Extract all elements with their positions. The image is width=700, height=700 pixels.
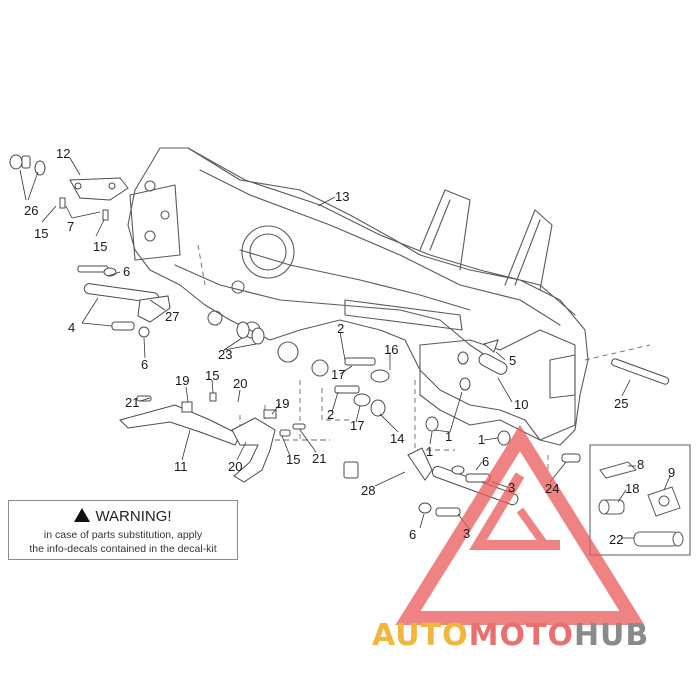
callout-13: 13	[335, 189, 350, 204]
callout-19: 19	[275, 396, 290, 411]
watermark-part-3: HUB	[573, 618, 650, 653]
callout-28: 28	[361, 483, 376, 498]
watermark-part-1: AUTO	[372, 618, 469, 653]
headstock	[129, 184, 181, 261]
pivot-block	[419, 329, 576, 441]
warning-box: WARNING! in case of parts substitution, …	[8, 500, 238, 560]
watermark-logo	[395, 424, 645, 625]
frame-top-rail	[187, 147, 576, 316]
callout-20: 20	[233, 376, 248, 391]
callout-22: 22	[609, 532, 624, 547]
callout-17: 17	[350, 418, 365, 433]
callout-14: 14	[390, 431, 405, 446]
callout-6: 6	[141, 357, 149, 372]
warning-line-2: the info-decals contained in the decal-k…	[29, 543, 217, 555]
frame-spar	[239, 249, 471, 311]
callout-23: 23	[218, 347, 233, 362]
callout-27: 27	[165, 309, 180, 324]
callout-8: 8	[637, 457, 645, 472]
callout-6: 6	[409, 527, 417, 542]
callout-21: 21	[312, 451, 327, 466]
callout-10: 10	[514, 397, 529, 412]
callout-15: 15	[286, 452, 301, 467]
frame-inner-rail	[199, 169, 561, 326]
callout-24: 24	[545, 481, 560, 496]
callout-16: 16	[384, 342, 399, 357]
callout-6: 6	[482, 454, 490, 469]
callout-1: 1	[426, 444, 434, 459]
callout-17: 17	[331, 367, 346, 382]
callout-4: 4	[68, 320, 76, 335]
callout-15: 15	[205, 368, 220, 383]
warning-line-1: in case of parts substitution, apply	[43, 529, 203, 541]
callout-25: 25	[614, 396, 629, 411]
callout-5: 5	[509, 353, 517, 368]
callout-15: 15	[93, 239, 108, 254]
watermark-brand: AUTOMOTOHUB	[372, 618, 649, 653]
inset-box	[589, 444, 691, 556]
callout-2: 2	[337, 321, 345, 336]
warning-triangle-icon	[74, 508, 91, 522]
callout-3: 3	[508, 480, 516, 495]
callout-21: 21	[125, 395, 140, 410]
callout-26: 26	[24, 203, 39, 218]
callout-18: 18	[625, 481, 640, 496]
filler-ring	[241, 225, 295, 279]
callout-19: 19	[175, 373, 190, 388]
callout-9: 9	[668, 465, 676, 480]
frame-outline	[127, 147, 589, 446]
upright-left	[419, 189, 471, 271]
callout-11: 11	[174, 459, 188, 474]
watermark-part-2: MOTO	[468, 618, 574, 653]
callout-3: 3	[463, 526, 471, 541]
callout-6: 6	[123, 264, 131, 279]
upright-right	[504, 209, 553, 291]
warning-heading: WARNING!	[9, 507, 237, 525]
callout-2: 2	[327, 407, 335, 422]
callout-1: 1	[478, 432, 486, 447]
warning-title: WARNING!	[95, 508, 172, 525]
callout-20: 20	[228, 459, 243, 474]
callout-12: 12	[56, 146, 71, 161]
callout-15: 15	[34, 226, 49, 241]
callout-7: 7	[67, 219, 75, 234]
callout-1: 1	[445, 429, 453, 444]
